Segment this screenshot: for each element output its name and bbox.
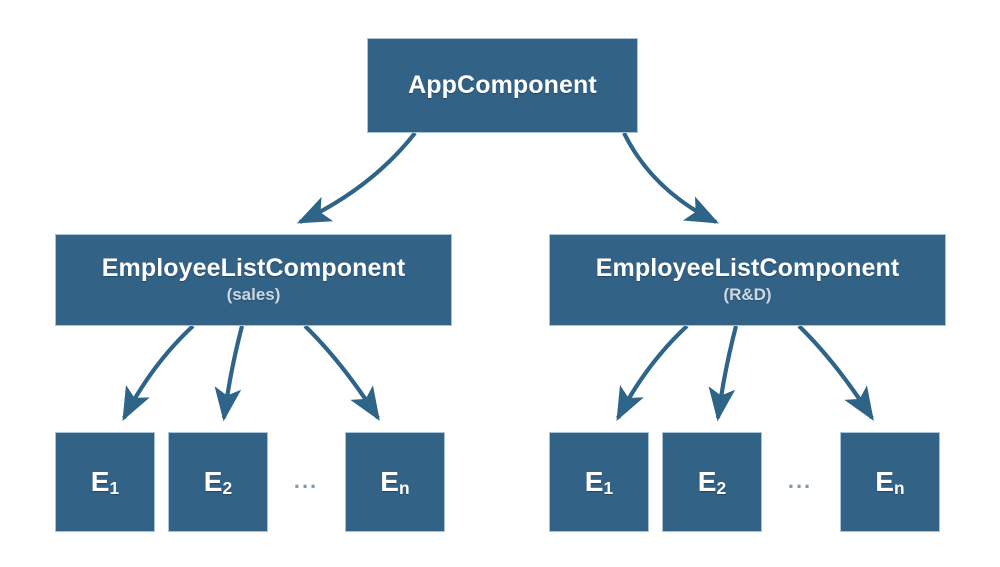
node-employee-sales-2-index: 2 [222, 478, 233, 499]
node-employee-rnd-1-index: 1 [603, 478, 614, 499]
node-employee-sales-n-index: n [399, 478, 410, 499]
node-employee-sales-2-label: E2 [203, 465, 233, 499]
node-employee-rnd-2-index: 2 [716, 478, 727, 499]
node-employee-list-component-rnd-subtitle: (R&D) [723, 284, 772, 304]
node-employee-rnd-1[interactable]: E1 [549, 432, 649, 532]
node-app-component-label: AppComponent [408, 70, 597, 99]
ellipsis-rnd: ... [787, 468, 813, 493]
edge-app-to-sales [296, 131, 417, 224]
node-employee-sales-2[interactable]: E2 [168, 432, 268, 532]
node-employee-sales-2-letter: E [203, 465, 223, 497]
edge-sales-to-e1 [122, 324, 195, 421]
edge-rnd-to-en [797, 324, 874, 421]
node-employee-rnd-n-index: n [894, 478, 905, 499]
node-employee-rnd-n-letter: E [875, 465, 895, 497]
node-app-component[interactable]: AppComponent [367, 38, 638, 133]
edge-rnd-to-e1 [616, 324, 689, 421]
node-employee-list-component-rnd-label: EmployeeListComponent [595, 254, 900, 283]
node-employee-list-component-rnd[interactable]: EmployeeListComponent (R&D) [549, 234, 946, 326]
node-employee-sales-1[interactable]: E1 [55, 432, 155, 532]
node-employee-sales-1-label: E1 [90, 465, 120, 499]
node-employee-list-component-sales-label: EmployeeListComponent [101, 254, 406, 283]
node-employee-sales-n-letter: E [380, 465, 400, 497]
node-employee-sales-n[interactable]: En [345, 432, 445, 532]
node-employee-rnd-2-label: E2 [697, 465, 727, 499]
edge-app-to-rnd [622, 132, 720, 224]
ellipsis-sales: ... [293, 468, 319, 493]
edge-rnd-to-e2 [708, 325, 739, 422]
node-employee-sales-1-letter: E [90, 465, 110, 497]
node-employee-sales-n-label: En [380, 465, 410, 499]
edge-sales-to-e2 [214, 325, 245, 422]
node-employee-rnd-1-label: E1 [584, 465, 614, 499]
node-employee-rnd-1-letter: E [584, 465, 604, 497]
node-employee-rnd-2-letter: E [697, 465, 717, 497]
edge-sales-to-en [303, 324, 380, 421]
node-employee-rnd-n[interactable]: En [840, 432, 940, 532]
node-employee-list-component-sales[interactable]: EmployeeListComponent (sales) [55, 234, 452, 326]
node-employee-rnd-2[interactable]: E2 [662, 432, 762, 532]
node-employee-sales-1-index: 1 [109, 478, 120, 499]
node-employee-rnd-n-label: En [875, 465, 905, 499]
node-employee-list-component-sales-subtitle: (sales) [226, 284, 281, 304]
